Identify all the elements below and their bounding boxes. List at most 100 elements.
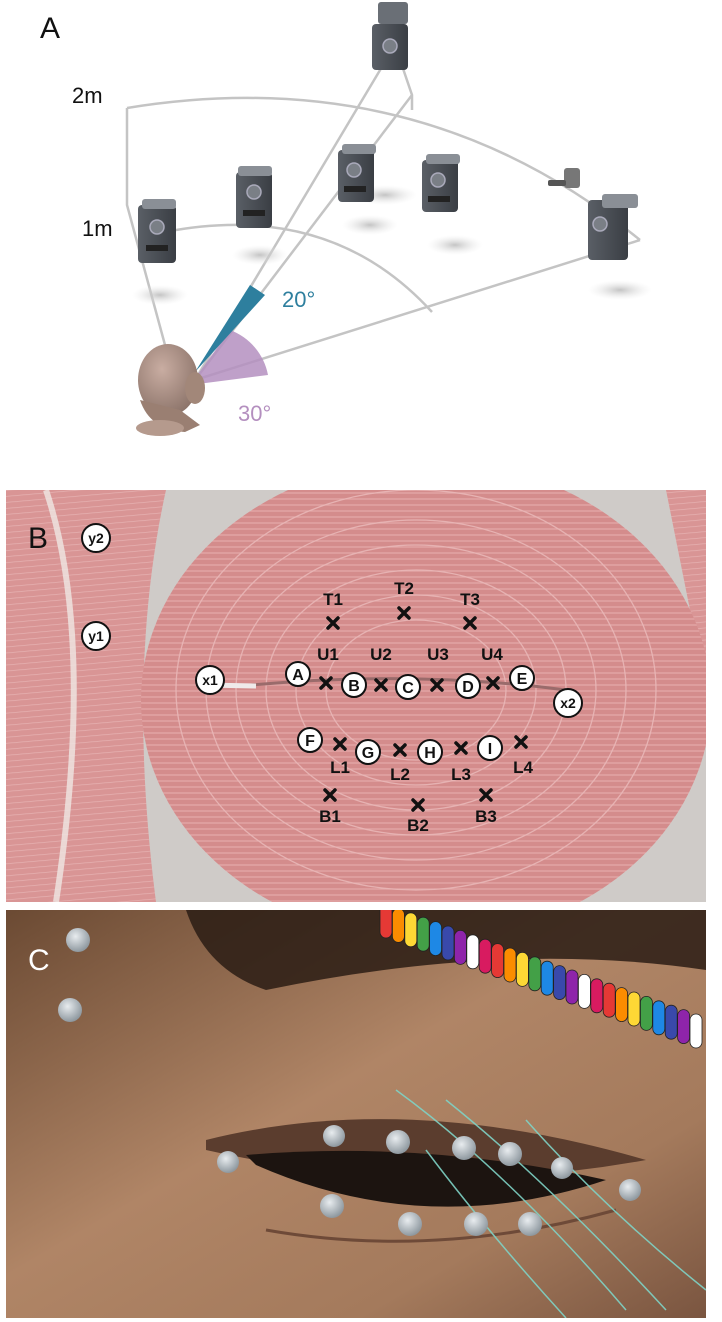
cross-label-b2: B2 <box>407 816 429 835</box>
electrode <box>58 998 82 1022</box>
electrode <box>386 1130 410 1154</box>
wire-connector-ring <box>540 960 554 996</box>
angle-wedge-30 <box>190 330 268 385</box>
svg-text:y1: y1 <box>88 628 104 644</box>
speaker-setup-diagram: 2m 1m 20° 30° <box>72 2 652 436</box>
cross-label-l1: L1 <box>330 758 350 777</box>
cross-label-t3: T3 <box>460 590 480 609</box>
svg-text:x1: x1 <box>202 672 218 688</box>
electrodes <box>58 928 641 1236</box>
frontalis-muscle <box>6 490 166 902</box>
wire-connector-ring <box>528 956 542 992</box>
wire-connector-ring <box>404 912 418 948</box>
circle-marker-h: H <box>417 739 443 765</box>
electrode <box>452 1136 476 1160</box>
circle-marker-d: D <box>455 673 481 699</box>
wire-connector-ring <box>590 978 604 1014</box>
reference-marker-y2: y2 <box>81 523 111 553</box>
wire-connector-ring <box>627 991 641 1027</box>
svg-text:x2: x2 <box>560 695 576 711</box>
circle-marker-f: F <box>297 727 323 753</box>
electrode <box>217 1151 239 1173</box>
wire-connector-ring <box>578 974 591 1009</box>
speaker-icon <box>236 166 272 228</box>
listener-head-icon <box>136 344 205 436</box>
electrode <box>518 1212 542 1236</box>
circle-marker-c: C <box>395 674 421 700</box>
circle-marker-b: B <box>341 672 367 698</box>
cross-marks <box>319 606 528 812</box>
svg-text:F: F <box>305 733 315 750</box>
wire-connector-ring <box>602 982 616 1018</box>
wire-connector-ring <box>416 916 430 952</box>
electrode <box>464 1212 488 1236</box>
cross-label-b3: B3 <box>475 807 497 826</box>
lower-lid-line <box>265 1208 617 1243</box>
wire-connector-ring <box>392 910 405 943</box>
circle-marker-a: A <box>285 661 311 687</box>
electrode <box>498 1142 522 1166</box>
cross-label-t1: T1 <box>323 590 343 609</box>
angle-label-20: 20° <box>282 287 315 312</box>
svg-text:H: H <box>424 745 436 762</box>
inner-arc-1m <box>164 223 433 313</box>
speaker-icon <box>372 2 408 70</box>
wire-connector-ring <box>453 929 467 965</box>
reference-marker-x2: x2 <box>553 688 583 718</box>
electrode <box>551 1157 573 1179</box>
angle-wedge-20 <box>195 285 265 372</box>
distance-label-1m: 1m <box>82 216 113 241</box>
cross-label-b1: B1 <box>319 807 341 826</box>
panel-c: C <box>6 910 706 1318</box>
wire-connector-ring <box>379 910 393 939</box>
wire-connector-ring <box>503 947 517 983</box>
speaker-icon <box>338 144 376 202</box>
svg-text:B: B <box>348 678 360 695</box>
wire-connector-ring <box>615 987 628 1022</box>
svg-text:y2: y2 <box>88 530 104 546</box>
muscle-diagram: B y2 y1 x1 x2 A B C D E F G H I <box>6 490 706 902</box>
svg-text:E: E <box>517 671 528 688</box>
arc-guides <box>125 44 641 382</box>
reference-marker-y1: y1 <box>81 621 111 651</box>
wire-connector-ring <box>689 1013 703 1049</box>
angle-label-30: 30° <box>238 401 271 426</box>
wire-connector-ring <box>640 996 653 1031</box>
circle-marker-g: G <box>355 739 381 765</box>
cross-label-u4: U4 <box>481 645 503 664</box>
eye-electrode-photo: C <box>6 910 706 1318</box>
cross-label-l2: L2 <box>390 765 410 784</box>
cross-label-t2: T2 <box>394 579 414 598</box>
wire-connector-ring <box>429 921 443 957</box>
cross-label-l4: L4 <box>513 758 533 777</box>
speaker-shadows <box>132 185 652 305</box>
panel-a: A <box>0 0 722 470</box>
right-radial-line <box>194 238 641 382</box>
panel-c-letter: C <box>28 944 50 977</box>
cross-label-l3: L3 <box>451 765 471 784</box>
cross-label-u2: U2 <box>370 645 392 664</box>
svg-text:I: I <box>488 741 492 758</box>
wire-connector-ring <box>677 1009 690 1044</box>
electrode <box>398 1212 422 1236</box>
cross-label-u1: U1 <box>317 645 339 664</box>
electrode <box>619 1179 641 1201</box>
outer-arc-2m <box>126 96 641 241</box>
speaker-icon <box>548 168 580 188</box>
panel-a-letter: A <box>40 12 61 45</box>
wire-connector-rings <box>379 910 703 1049</box>
cross-label-u3: U3 <box>427 645 449 664</box>
panel-b-letter: B <box>28 522 48 555</box>
wire-connector-ring <box>652 1000 666 1036</box>
wire-connector-ring <box>441 925 455 961</box>
circle-marker-e: E <box>509 665 535 691</box>
svg-text:G: G <box>362 745 374 762</box>
speaker-icon <box>138 199 176 263</box>
wire-connector-ring <box>515 952 529 987</box>
panel-b: B y2 y1 x1 x2 A B C D E F G H I <box>6 490 706 902</box>
wire-connector-ring <box>553 965 566 1000</box>
wire-connector-ring <box>491 943 505 978</box>
wire-connector-ring <box>478 938 492 974</box>
wire-connector-ring <box>664 1004 678 1040</box>
electrode <box>323 1125 345 1147</box>
